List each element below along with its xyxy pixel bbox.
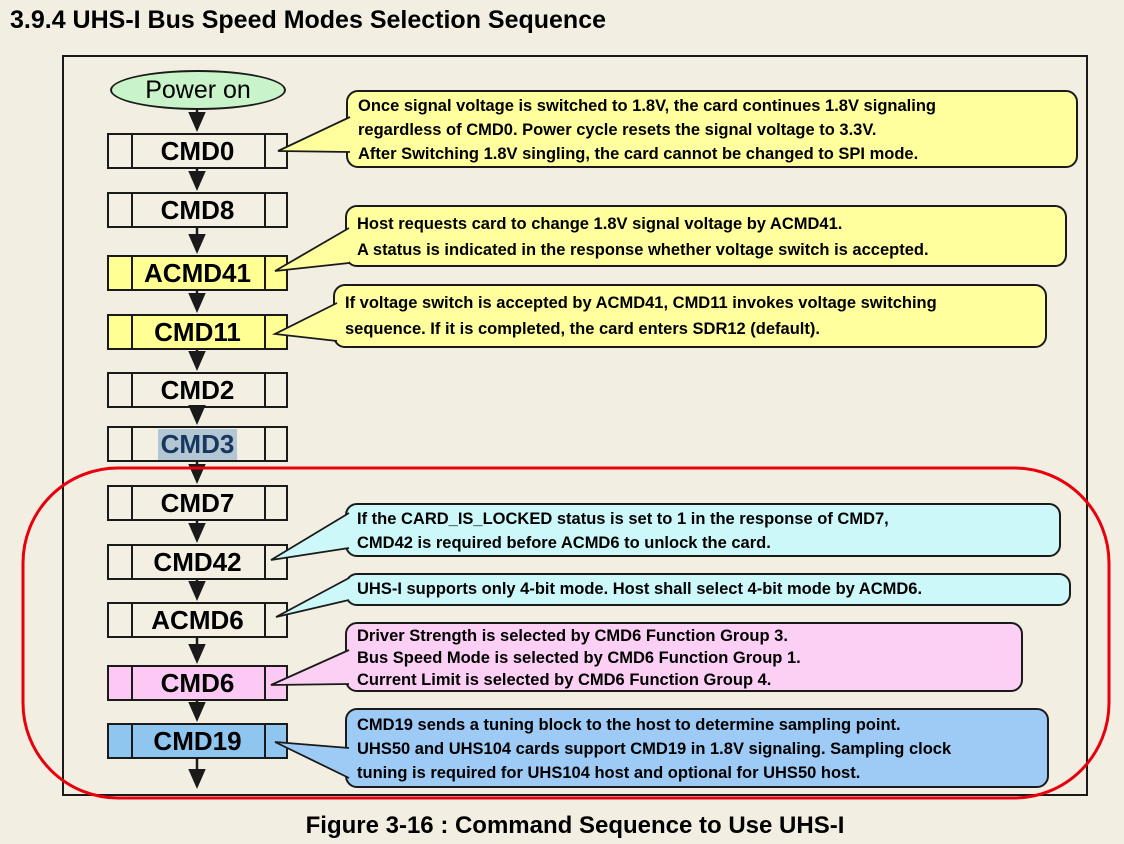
node-label: CMD42 [153,546,242,577]
callout-line: UHS-I supports only 4-bit mode. Host sha… [357,580,923,598]
callout-line: tuning is required for UHS104 host and o… [357,764,861,782]
flow-node-acmd6: ACMD6 [107,602,288,638]
callout-line: Once signal voltage is switched to 1.8V,… [358,97,936,115]
callout-line: UHS50 and UHS104 cards support CMD19 in … [357,740,952,758]
callout-line: CMD42 is required before ACMD6 to unlock… [357,534,771,552]
callout-cmd42-note: If the CARD_IS_LOCKED status is set to 1… [345,503,1061,557]
node-label: ACMD41 [144,257,251,288]
flow-node-cmd7: CMD7 [107,485,288,521]
node-label: CMD0 [160,135,235,166]
callout-line: Driver Strength is selected by CMD6 Func… [357,627,788,645]
callout-cmd11-note: If voltage switch is accepted by ACMD41,… [333,284,1047,348]
callout-line: Current Limit is selected by CMD6 Functi… [357,671,772,689]
callout-acmd6-note: UHS-I supports only 4-bit mode. Host sha… [345,573,1071,606]
callout-cmd0-note: Once signal voltage is switched to 1.8V,… [346,90,1078,168]
flow-node-cmd0: CMD0 [107,133,288,169]
flow-node-cmd11: CMD11 [107,314,288,350]
callout-line: CMD19 sends a tuning block to the host t… [357,716,901,734]
callout-cmd6-note: Driver Strength is selected by CMD6 Func… [345,622,1023,692]
flow-node-cmd2: CMD2 [107,372,288,408]
callout-line: A status is indicated in the response wh… [357,241,929,259]
section-title: 3.9.4 UHS-I Bus Speed Modes Selection Se… [10,6,607,34]
flow-node-cmd19: CMD19 [107,723,288,759]
node-label: ACMD6 [151,604,244,635]
flow-start-ellipse: Power on [110,70,286,110]
node-label: CMD7 [160,487,235,518]
callout-acmd41-note: Host requests card to change 1.8V signal… [345,205,1067,267]
callout-line: sequence. If it is completed, the card e… [345,320,820,338]
flow-node-cmd3: CMD3 [107,426,288,462]
callout-cmd19-note: CMD19 sends a tuning block to the host t… [345,708,1049,788]
node-label: CMD6 [160,667,235,698]
callout-line: If the CARD_IS_LOCKED status is set to 1… [357,510,889,528]
node-label: CMD19 [153,725,242,756]
figure-caption: Figure 3-16 : Command Sequence to Use UH… [305,812,845,839]
node-label-selected: CMD3 [157,428,238,460]
node-label: CMD2 [160,374,235,405]
callout-line: Host requests card to change 1.8V signal… [357,215,843,233]
flow-node-cmd8: CMD8 [107,192,288,228]
callout-line: After Switching 1.8V singling, the card … [358,145,919,163]
callout-line: Bus Speed Mode is selected by CMD6 Funct… [357,649,801,667]
flow-node-cmd6: CMD6 [107,665,288,701]
start-label: Power on [145,75,251,104]
node-label: CMD11 [154,316,241,347]
flow-node-cmd42: CMD42 [107,544,288,580]
flow-node-acmd41: ACMD41 [107,255,288,291]
callout-line: regardless of CMD0. Power cycle resets t… [358,121,877,139]
node-label: CMD8 [160,194,235,225]
callout-line: If voltage switch is accepted by ACMD41,… [345,294,937,312]
